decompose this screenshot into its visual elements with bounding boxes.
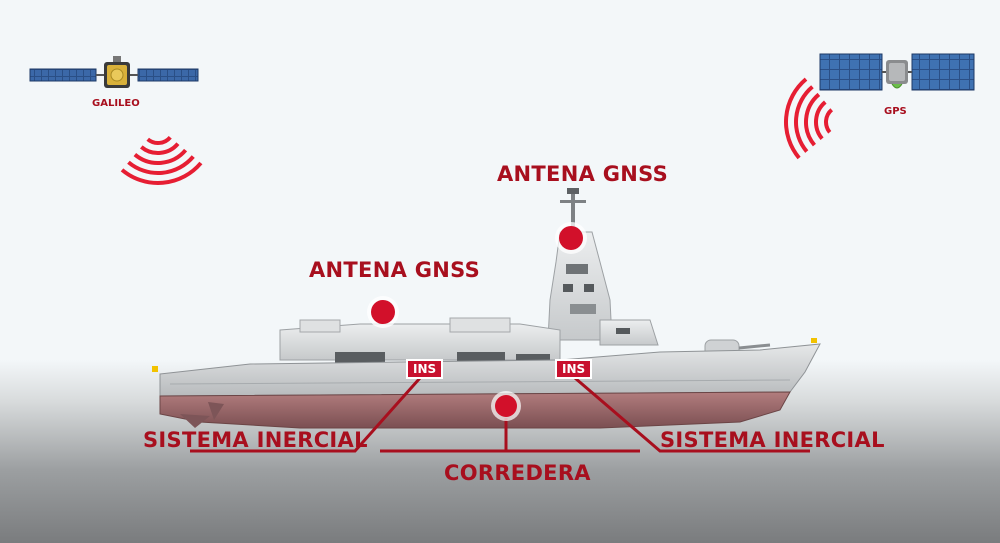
frigate-ship: [152, 188, 821, 429]
ins-right-tag: INS: [555, 359, 593, 379]
antenna-gnss-mid-label: ANTENA GNSS: [309, 258, 481, 282]
signal-waves-icon: [784, 77, 834, 160]
gps-satellite-icon: [819, 53, 975, 91]
inertial-system-left-label: SISTEMA INERCIAL: [143, 428, 368, 452]
galileo-satellite-icon: [29, 56, 199, 88]
log-marker: [491, 391, 521, 421]
gps-label: GPS: [884, 106, 907, 117]
log-label: CORREDERA: [444, 461, 591, 485]
ins-left-tag: INS: [406, 359, 444, 379]
gnss-antenna-mid-marker: [367, 296, 399, 328]
galileo-label: GALILEO: [92, 98, 140, 109]
antenna-gnss-top-label: ANTENA GNSS: [497, 162, 669, 186]
signal-waves-icon: [120, 135, 203, 185]
callout-lines: [190, 376, 810, 453]
inertial-system-right-label: SISTEMA INERCIAL: [660, 428, 885, 452]
gnss-antenna-top-marker: [555, 222, 587, 254]
